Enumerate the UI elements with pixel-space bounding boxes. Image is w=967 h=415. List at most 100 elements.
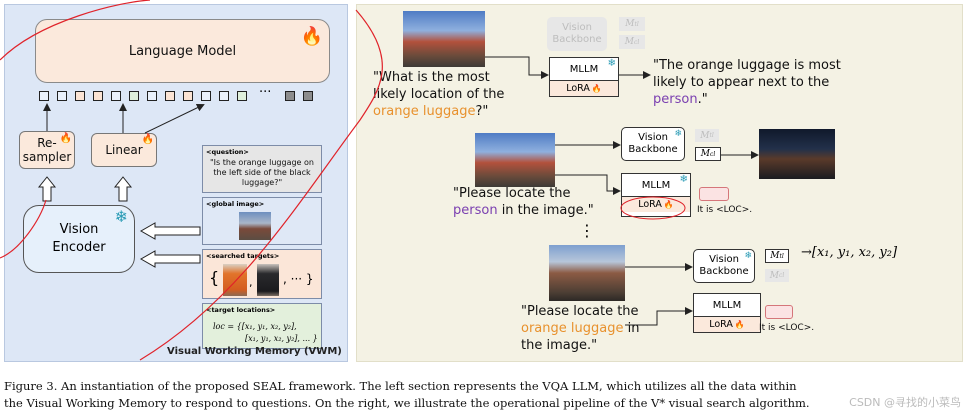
token [183, 91, 193, 101]
fire-icon: 🔥 [59, 133, 72, 144]
vb-line1: Vision [562, 22, 592, 33]
fire-icon: 🔥 [141, 134, 154, 145]
m-letter: M [700, 149, 710, 159]
red-curve-left-lower [0, 199, 47, 259]
fire-icon: 🔥 [734, 320, 745, 329]
loc-token-row-2 [699, 187, 729, 201]
red-curve-across [139, 9, 383, 361]
query3-line3: the image." [521, 338, 598, 353]
language-model-box: Language Model 🔥 [35, 19, 330, 83]
query-image-1 [403, 11, 485, 67]
query-text-2: "Please locate the person in the image." [453, 185, 594, 219]
red-curve-left [0, 0, 151, 61]
output-coords: →[x₁, y₁, x₂, y₂] [801, 245, 898, 260]
query1-tail: ?" [475, 104, 489, 119]
token [219, 91, 229, 101]
query-image-3 [549, 245, 625, 301]
query2-line2: person in the image." [453, 202, 594, 219]
vision-backbone-2: Vision Backbone ❄ [621, 127, 685, 161]
token [129, 91, 139, 101]
answer1-line2: likely to appear next to the [653, 75, 830, 90]
brace-open: { [209, 268, 220, 287]
m-letter: M [625, 19, 635, 29]
vb-line2: Backbone [628, 144, 678, 155]
snowflake-icon: ❄ [744, 251, 752, 261]
m-sub: cl [633, 38, 640, 46]
vb-line1: Vision [709, 254, 739, 265]
token [201, 91, 211, 101]
query3-tail: in [623, 321, 640, 336]
heatmap-image-2 [759, 129, 835, 179]
snowflake-icon: ❄ [114, 207, 128, 226]
m-letter: M [769, 270, 779, 281]
query1-line3: orange luggage?" [373, 103, 504, 120]
mllm-label: MLLM [641, 179, 671, 191]
token [303, 91, 313, 101]
loc-token-row-3 [765, 305, 793, 319]
watermark: CSDN @寻找的小菜鸟 [849, 396, 961, 409]
row3-input-arrow [625, 307, 693, 326]
token [147, 91, 157, 101]
lora-text: LoRA [566, 83, 590, 94]
row1-input-arrow [485, 56, 549, 79]
vwm-global-image: <global image> [202, 197, 322, 245]
token [57, 91, 67, 101]
vision-encoder-label-1: Vision [59, 222, 99, 237]
vertical-ellipsis: ⋮ [579, 221, 595, 240]
vision-encoder-box: Vision Encoder ❄ [23, 205, 135, 273]
linear-to-tokens-diag-arrow [144, 104, 205, 134]
vwm-global-image-header: <global image> [206, 200, 265, 208]
linear-label: Linear [105, 143, 143, 157]
caption-line2: the Visual Working Memory to respond to … [4, 396, 810, 410]
lora-label: LoRA🔥 [694, 316, 760, 332]
m-sub: tl [634, 20, 639, 28]
global-image-thumbnail [239, 212, 271, 240]
query2-line1: "Please locate the [453, 186, 571, 201]
token [237, 91, 247, 101]
crop-separator: , [249, 276, 253, 289]
token [39, 91, 49, 101]
m-letter: M [770, 251, 780, 261]
caption-line1: Figure 3. An instantiation of the propos… [4, 379, 797, 393]
vwm-question-header: <question> [206, 148, 249, 156]
query3-line1: "Please locate the [521, 304, 639, 319]
vision-backbone-faded-1: Vision Backbone [547, 17, 607, 51]
language-model-label: Language Model [128, 43, 237, 59]
fire-icon: 🔥 [300, 26, 323, 47]
vwm-searched-targets: <searched targets> { , , ··· } [202, 249, 322, 299]
token [111, 91, 121, 101]
figure-caption: Figure 3. An instantiation of the propos… [0, 378, 967, 412]
query3-highlight: orange luggage [521, 321, 624, 336]
black-luggage-crop [257, 264, 279, 296]
vwm-targets-to-encoder-arrow [139, 250, 201, 268]
snowflake-icon: ❄ [607, 58, 616, 69]
m-sub: cl [778, 272, 785, 279]
mllm-label: MLLM [569, 63, 599, 75]
answer1-line1: "The orange luggage is most [653, 58, 841, 73]
query1-highlight: orange luggage [373, 104, 476, 119]
token [165, 91, 175, 101]
resampler-label-1: Re- [37, 136, 57, 150]
crop-more: , ··· } [283, 272, 314, 286]
lora-label: LoRA🔥 [622, 196, 690, 212]
resampler-label-2: sampler [22, 150, 72, 164]
linear-box: Linear 🔥 [91, 133, 157, 167]
token [285, 91, 295, 101]
visual-search-panel: "What is the most likely location of the… [356, 4, 963, 362]
m-letter: M [700, 130, 710, 141]
target-locations-line1: loc = {[x₁, y₁, x₂, y₂], [213, 322, 297, 331]
mllm-box-1: MLLM LoRA🔥 ❄ [549, 57, 619, 97]
right-arrows [485, 56, 759, 326]
query-text-3: "Please locate the orange luggage in the… [521, 303, 639, 354]
it-is-loc-2: It is <LOC>. [697, 205, 753, 215]
vision-backbone-3: Vision Backbone ❄ [693, 249, 755, 283]
fire-icon: 🔥 [663, 200, 674, 209]
m-sub: tl [779, 252, 784, 260]
token [93, 91, 103, 101]
resampler-box: Re- sampler 🔥 [19, 131, 75, 169]
